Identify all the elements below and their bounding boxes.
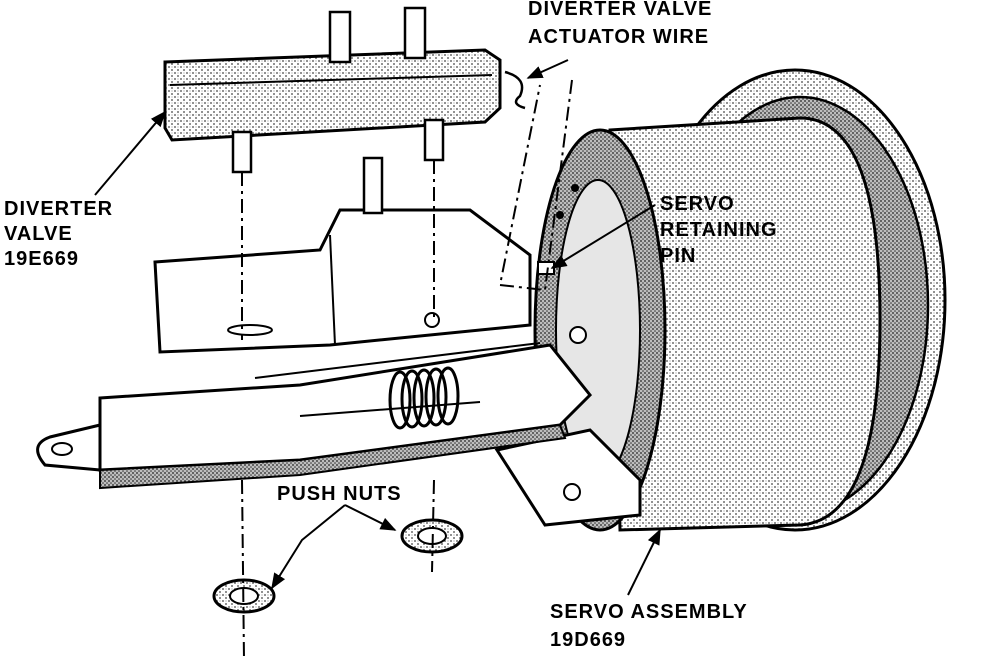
bracket-slot — [227, 324, 273, 336]
label-servo-retaining-pin: SERVO RETAINING PIN — [660, 193, 778, 267]
valve-top-nipple — [403, 6, 427, 60]
rail-slot — [299, 401, 481, 417]
rail-slot — [254, 342, 541, 379]
tang-hole — [51, 442, 73, 456]
valve-bottom-nipple — [423, 118, 445, 162]
label-line: 19E669 — [4, 248, 79, 270]
leader-lines — [94, 59, 661, 596]
servo-canister-body — [608, 116, 882, 532]
bracket-fold — [329, 234, 336, 346]
servo-mounting-bracket — [494, 428, 642, 527]
label-diverter-valve: DIVERTER VALVE 19E669 — [4, 198, 113, 270]
bracket-hole — [424, 312, 440, 328]
servo-hole — [556, 211, 564, 219]
alignment-lines — [241, 79, 573, 661]
label-push-nuts: PUSH NUTS — [277, 483, 402, 505]
bracket-body — [153, 208, 532, 354]
valve-bottom-nipple — [231, 130, 253, 174]
label-line: SERVO — [660, 193, 735, 215]
valve-top-nipple — [328, 10, 352, 64]
label-servo-assembly: SERVO ASSEMBLY 19D669 — [550, 601, 748, 651]
servo-retaining-pin — [537, 261, 555, 275]
servo-hole — [571, 184, 579, 192]
bracket-post — [362, 156, 384, 215]
push-nut — [400, 518, 464, 554]
valve-body — [163, 48, 502, 142]
label-line: 19D669 — [550, 629, 626, 651]
label-diverter-valve-actuator-wire: DIVERTER VALVE ACTUATOR WIRE — [528, 0, 712, 48]
diverter-valve — [163, 6, 526, 174]
label-line: DIVERTER VALVE — [528, 0, 712, 20]
label-line: VALVE — [4, 223, 73, 245]
label-line: PUSH NUTS — [277, 483, 402, 505]
bracket-hole — [563, 483, 581, 501]
label-line: ACTUATOR WIRE — [528, 26, 709, 48]
servo-assembly — [494, 68, 947, 532]
mounting-bracket — [153, 156, 532, 354]
slide-rail-side — [99, 423, 567, 490]
return-spring — [388, 366, 460, 430]
label-line: DIVERTER — [4, 198, 113, 220]
servo-hole — [569, 326, 587, 344]
slide-rod-assembly — [36, 342, 593, 490]
valve-top-edge — [169, 74, 493, 86]
actuator-wire — [504, 70, 526, 110]
label-line: PIN — [660, 245, 696, 267]
label-line: SERVO ASSEMBLY — [550, 601, 748, 623]
label-line: RETAINING — [660, 219, 778, 241]
